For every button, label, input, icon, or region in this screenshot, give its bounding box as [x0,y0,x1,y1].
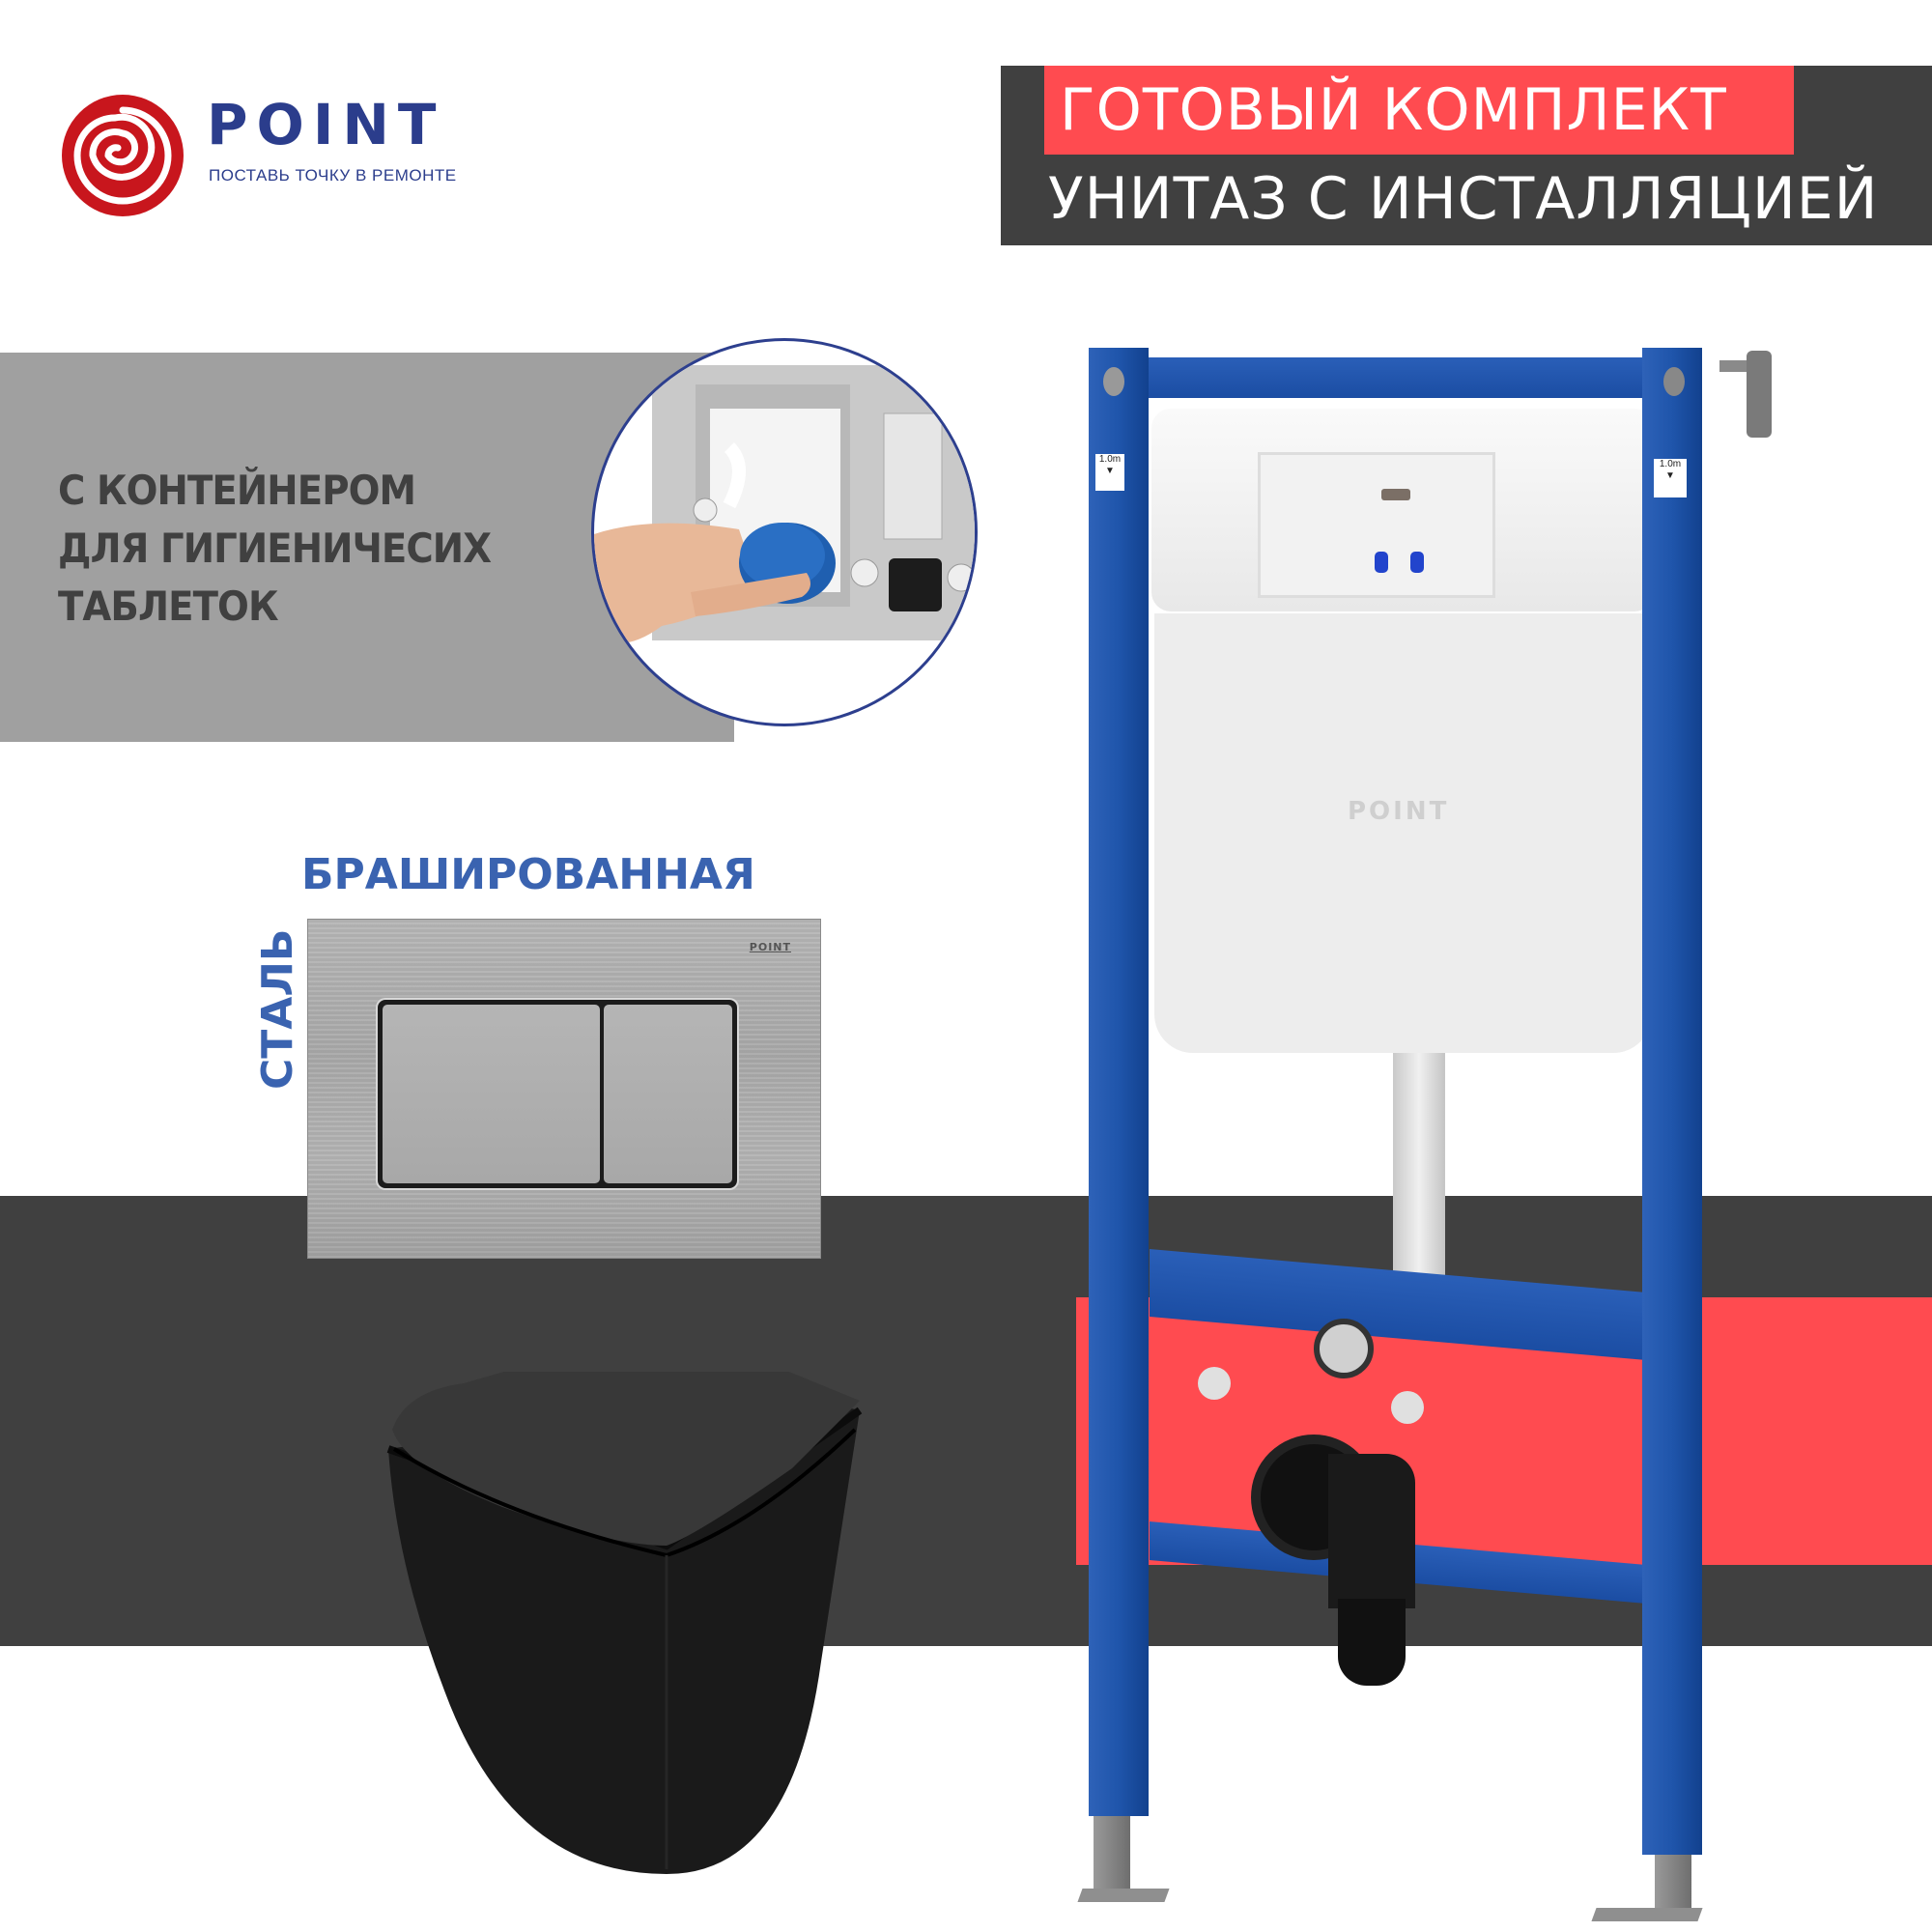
brand-tagline: ПОСТАВЬ ТОЧКУ В РЕМОНТЕ [209,166,457,185]
down-arrow-icon: ▼ [1105,466,1115,476]
flush-pipe [1393,1053,1445,1275]
stud-cap-icon [1198,1367,1231,1400]
brand-logo-spiral-icon [60,93,185,218]
toilet-icon [386,1323,863,1874]
hygiene-tablet-icon [594,365,975,643]
plate-logo: POINT [749,941,791,953]
tablet-container-photo [591,338,978,726]
finish-label-steel: СТАЛЬ [253,928,302,1090]
left-leg [1094,1816,1130,1893]
right-leg [1655,1855,1691,1918]
header-title-line1: ГОТОВЫЙ КОМПЛЕКТ [1060,76,1727,144]
height-marker-text: 1.0m [1659,459,1682,469]
left-post [1089,348,1149,1816]
valve-icon [1375,552,1388,573]
flush-plate: POINT [307,919,821,1259]
height-marker-left: 1.0m ▼ [1095,454,1124,491]
feature-line: С КОНТЕЙНЕРОМ [58,467,416,514]
height-marker-text: 1.0m [1098,454,1122,465]
top-crossbar [1121,357,1681,398]
finish-label-brushed: БРАШИРОВАННАЯ [301,850,755,899]
stud-cap-icon [1391,1391,1424,1424]
left-foot-plate [1077,1889,1170,1902]
right-foot-plate [1591,1908,1703,1921]
post-bolt-icon [1663,367,1685,396]
large-flush-button[interactable] [383,1005,600,1183]
feature-text: С КОНТЕЙНЕРОМ ДЛЯ ГИГИЕНИЧЕСИХ ТАБЛЕТОК [58,462,492,636]
service-label-icon [1381,489,1410,500]
small-flush-button[interactable] [604,1005,732,1183]
cistern-lower: POINT [1154,613,1652,1053]
flush-button-frame [378,1000,737,1188]
feature-line: ДЛЯ ГИГИЕНИЧЕСИХ [58,525,492,572]
wall-bracket-icon [1747,351,1772,438]
drain-elbow [1328,1454,1415,1608]
drain-pipe [1338,1599,1406,1686]
down-arrow-icon: ▼ [1665,470,1675,481]
installation-frame: POINT 1.0m ▼ 1.0m ▼ [1077,343,1777,1927]
cistern-upper [1151,409,1654,611]
header-highlight [1044,66,1794,155]
height-marker-right: 1.0m ▼ [1654,459,1687,497]
brand-name: POINT [207,92,445,157]
post-bolt-icon [1103,367,1124,396]
right-post [1642,348,1702,1855]
feature-line: ТАБЛЕТОК [58,582,279,630]
valve-icon [1410,552,1424,573]
wall-hung-toilet [386,1323,1053,1922]
tank-logo: POINT [1348,797,1450,826]
header-title-line2: УНИТАЗ С ИНСТАЛЛЯЦИЕЙ [1048,165,1879,233]
service-opening [1258,452,1495,598]
inlet-fitting-icon [1314,1319,1374,1378]
